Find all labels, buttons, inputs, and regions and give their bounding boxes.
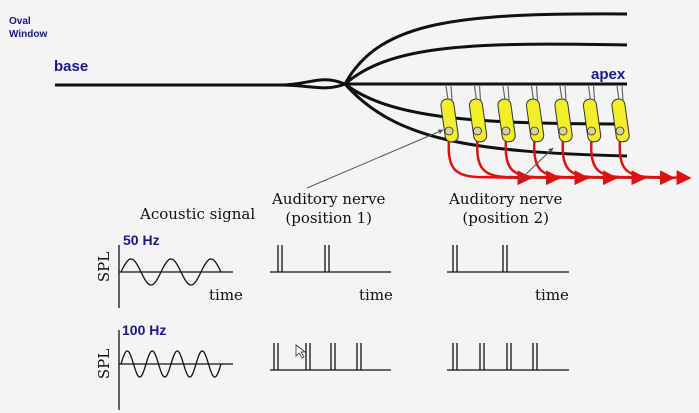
- hair-cell-cilium-3a: [502, 85, 506, 101]
- acoustic-signal-label: Acoustic signal: [140, 205, 256, 223]
- nerve-fiber-2: [475, 139, 561, 186]
- hair-cell-nucleus-5: [558, 126, 568, 136]
- hair-cell-nucleus-1: [444, 126, 454, 136]
- membrane-base-line: [55, 78, 350, 90]
- hair-cell-cilium-7a: [616, 85, 620, 101]
- hair-cell-nucleus-3: [501, 126, 511, 136]
- nerve-fiber-5: [561, 139, 647, 186]
- membrane-fiber-1: [343, 12, 628, 85]
- nerve-fiber-6: [589, 139, 675, 186]
- nerve-fiber-3: [504, 139, 590, 186]
- time-label-nerve1: time: [359, 286, 393, 304]
- hair-cell-cilium-1b: [450, 85, 453, 101]
- hair-cell-cilium-4b: [535, 85, 539, 101]
- hair-cell-cilium-6a: [587, 85, 592, 101]
- hair-cell-nucleus-4: [530, 126, 539, 136]
- hair-cell-cilium-5a: [559, 85, 563, 101]
- pointer-arrow-position-2: [519, 147, 554, 181]
- hair-cell-nucleus-7: [615, 126, 625, 136]
- hair-cell-cilium-2b: [478, 85, 482, 101]
- hair-cell-cilium-4a: [530, 85, 535, 101]
- hair-cell-3: [497, 98, 516, 143]
- hair-cell-nucleus-6: [587, 126, 596, 136]
- oval-window-label: Oval Window: [9, 16, 48, 40]
- nerve-fiber-4: [532, 139, 618, 186]
- hair-cell-cilium-7b: [621, 85, 624, 101]
- hair-cells: [440, 85, 630, 143]
- hair-cell-cilium-6b: [592, 85, 596, 101]
- hair-cell-2: [468, 98, 488, 143]
- cursor-icon: [295, 344, 307, 359]
- nerve-position-2-label: Auditory nerve (position 2): [449, 190, 563, 227]
- nerve-position-1-label: Auditory nerve (position 1): [272, 190, 386, 227]
- hair-cell-7: [611, 98, 630, 143]
- acoustic-100hz-waveform: [120, 350, 222, 378]
- apex-label: apex: [591, 66, 626, 83]
- hair-cell-cilium-1a: [445, 85, 449, 101]
- signal-panels: [118, 245, 569, 410]
- hair-cell-cilium-3b: [507, 85, 510, 101]
- freq-50hz-label: 50 Hz: [123, 232, 160, 248]
- pointer-arrows: [306, 129, 554, 189]
- membrane-fiber-2: [344, 42, 628, 86]
- acoustic-50hz-waveform: [120, 258, 222, 286]
- time-label-acoustic: time: [209, 286, 243, 304]
- hair-cell-cilium-5b: [564, 85, 567, 101]
- hair-cell-4: [525, 98, 545, 143]
- base-label: base: [54, 58, 89, 75]
- hair-cell-1: [440, 98, 459, 143]
- nerve-fiber-1: [447, 139, 533, 186]
- pointer-arrow-position-1: [306, 129, 444, 189]
- hair-cell-cilium-2a: [473, 85, 478, 101]
- time-label-nerve2: time: [535, 286, 569, 304]
- hair-cell-6: [582, 98, 602, 143]
- nerve-fibers: [447, 139, 692, 186]
- freq-100hz-label: 100 Hz: [122, 322, 167, 338]
- nerve-fiber-7: [618, 139, 692, 186]
- hair-cell-5: [554, 98, 573, 143]
- hair-cell-nucleus-2: [473, 126, 482, 136]
